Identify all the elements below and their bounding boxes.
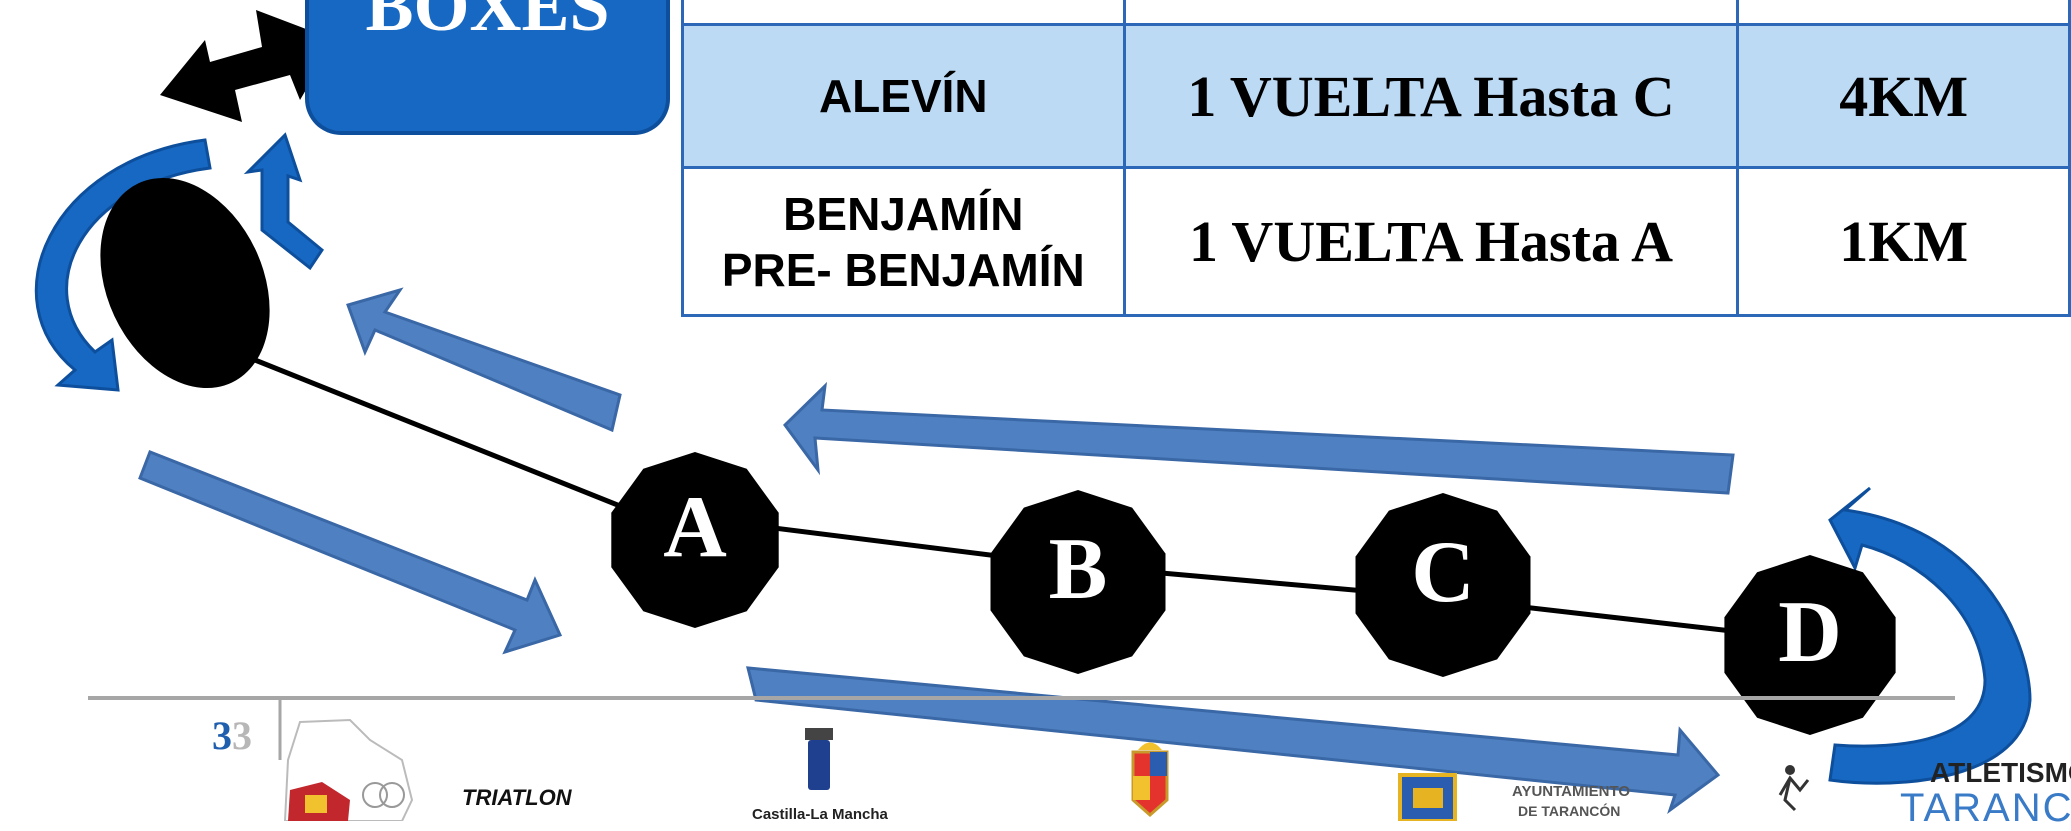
municipal-crest-logo — [1131, 742, 1169, 818]
arrow-outbound-left — [138, 450, 563, 655]
distance-cell: 1KM — [1736, 166, 2071, 317]
atletismo-logo-line2: TARANCÓN — [1900, 786, 2071, 830]
ayuntamiento-logo-line2: DE TARANCÓN — [1518, 803, 1621, 819]
boxes-transition-marker — [100, 177, 270, 389]
ayuntamiento-logo: AYUNTAMIENTO — [1512, 783, 1631, 800]
triatlon-logo: TRIATLON — [462, 785, 572, 810]
laps-cell: 1 VUELTA Hasta A — [1122, 166, 1740, 317]
checkpoint-label-b: B — [1049, 521, 1108, 618]
laps-cell: 1 VUELTA Hasta C — [1122, 23, 1740, 169]
checkpoint-marker-b — [990, 490, 1166, 674]
arrow-return-top — [783, 381, 1735, 495]
table-row: BENJAMÍN PRE- BENJAMÍN 1 VUELTA Hasta A … — [681, 166, 2071, 317]
castilla-la-mancha-map-logo — [283, 718, 414, 821]
castilla-la-mancha-emblem — [805, 728, 833, 790]
category-cell: BENJAMÍN PRE- BENJAMÍN — [681, 166, 1126, 317]
curved-arrow-left — [34, 138, 212, 392]
table-cell — [1736, 0, 2071, 26]
curved-arrow-small — [243, 132, 325, 271]
checkpoint-label-d: D — [1778, 584, 1842, 681]
atletismo-logo: ATLETISMO — [1930, 757, 2071, 788]
checkpoint-marker-c — [1355, 493, 1531, 677]
distance-cell: 4KM — [1736, 23, 2071, 169]
page-number: 33 — [212, 713, 252, 758]
curved-arrow-right — [1828, 486, 2032, 785]
category-line: PRE- BENJAMÍN — [721, 243, 1085, 296]
atletismo-runner-logo — [1778, 765, 1810, 812]
checkpoint-label-c: C — [1411, 524, 1475, 621]
boxes-label: BOXES — [305, 0, 670, 135]
arrow-to-boxes — [346, 287, 622, 433]
double-arrow — [160, 10, 335, 122]
table-cell — [681, 0, 1126, 26]
table-cell — [1122, 0, 1740, 26]
distance-table: ALEVÍN 1 VUELTA Hasta C 4KM BENJAMÍN PRE… — [681, 0, 2071, 317]
category-cell: ALEVÍN — [681, 23, 1126, 169]
ayuntamiento-crest-logo — [1398, 773, 1457, 821]
table-row-header-empty — [681, 0, 2071, 26]
checkpoint-marker-a — [611, 452, 779, 628]
category-line: BENJAMÍN — [783, 187, 1024, 240]
checkpoint-marker-d — [1724, 555, 1896, 735]
checkpoint-label-a: A — [663, 479, 727, 576]
arrow-outbound-bottom — [746, 666, 1721, 814]
castilla-la-mancha-logo: Castilla-La Mancha — [752, 806, 888, 823]
table-row: ALEVÍN 1 VUELTA Hasta C 4KM — [681, 23, 2071, 169]
